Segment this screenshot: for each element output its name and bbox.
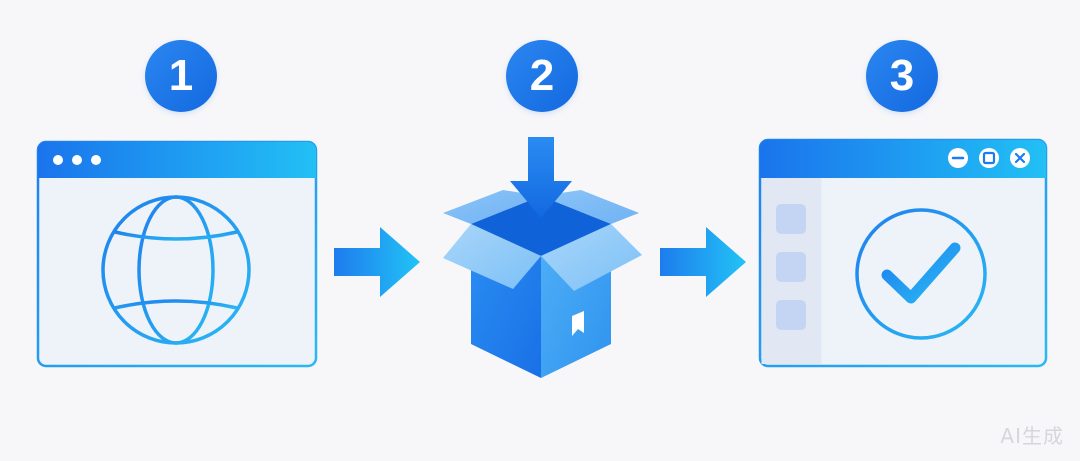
globe-icon [101, 195, 251, 345]
browser-dot-icon [91, 155, 101, 165]
down-arrow-icon [510, 137, 572, 218]
sidebar-item-placeholder [776, 252, 806, 282]
right-arrow-icon [660, 227, 746, 297]
sidebar-item-placeholder [776, 300, 806, 330]
browser-dot-icon [53, 155, 63, 165]
watermark-label: AI生成 [1000, 424, 1064, 448]
check-circle-icon [855, 208, 987, 340]
package-box [443, 190, 642, 378]
browser-dot-icon [72, 155, 82, 165]
step-number-badge: 2 [506, 40, 578, 112]
app-window [758, 138, 1048, 368]
right-arrow-icon [334, 227, 420, 297]
sidebar-item-placeholder [776, 204, 806, 234]
close-icon [1010, 148, 1030, 168]
minimize-icon [948, 148, 968, 168]
maximize-icon [979, 148, 999, 168]
browser-window [36, 140, 318, 368]
step-number-badge: 1 [145, 40, 217, 112]
step-number-badge: 3 [866, 40, 938, 112]
